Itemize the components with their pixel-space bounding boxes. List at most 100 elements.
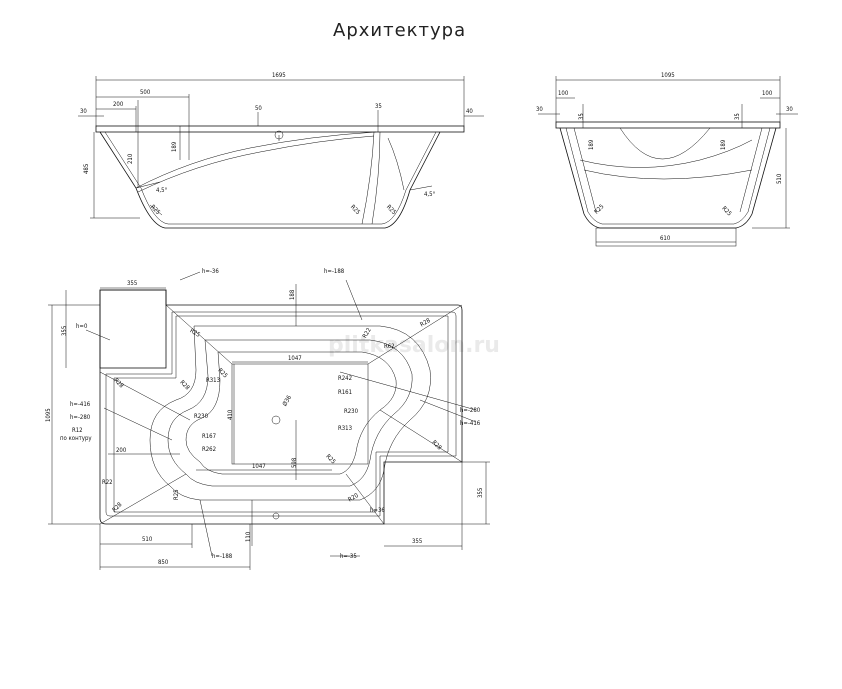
side-angle-line-b xyxy=(409,185,433,191)
plan-floor-rect xyxy=(231,363,369,465)
watermark: plitkasalon.ru xyxy=(328,333,500,358)
side-dim-30: 30 xyxy=(80,108,87,115)
plan-rim-inner xyxy=(105,311,457,517)
plan-r28-d: R28 xyxy=(111,501,124,514)
plan-h0: h=0 xyxy=(76,323,88,330)
side-body-outline xyxy=(99,131,441,229)
plan-leader-h188 xyxy=(345,279,363,321)
side-r25-a: R25 xyxy=(149,204,161,216)
plan-dim-355-top-text: 355 xyxy=(127,280,137,287)
side-r25-c: R25 xyxy=(385,204,397,216)
side-angle-b: 4,5° xyxy=(424,191,436,198)
plan-leader-h36 xyxy=(179,271,201,281)
end-contour xyxy=(583,169,753,180)
end-dim-1095: 1095 xyxy=(661,72,675,79)
plan-dim-355-right: 355 xyxy=(477,488,484,498)
plan-leader-h0 xyxy=(85,329,111,341)
end-r25-a: R25 xyxy=(593,203,605,215)
plan-r28-c: R28 xyxy=(112,377,125,390)
end-dim-189-right: 189 xyxy=(720,139,727,150)
drawing-title: Архитектура xyxy=(333,20,466,41)
plan-r313-b: R313 xyxy=(338,425,352,432)
side-angle-line-a xyxy=(135,181,161,189)
plan-dim-510: 510 xyxy=(142,536,153,543)
plan-diag-2 xyxy=(367,304,463,365)
plan-h-416-right: h=-416 xyxy=(460,420,481,427)
plan-dim-1047-top: 1047 xyxy=(288,355,302,362)
side-dim-210: 210 xyxy=(127,153,134,164)
plan-dim-410: 410 xyxy=(227,409,234,420)
plan-r28-a: R28 xyxy=(419,317,432,329)
side-rim xyxy=(95,125,465,133)
end-dim-610: 610 xyxy=(660,235,671,242)
plan-diag-1 xyxy=(165,304,233,365)
end-dim-35-right: 35 xyxy=(734,113,741,120)
plan-dim-1095: 1095 xyxy=(45,408,52,422)
end-dim-100-left: 100 xyxy=(558,90,569,97)
end-backrest-curve xyxy=(579,139,753,168)
plan-r262: R262 xyxy=(202,446,216,453)
plan-basin-inner xyxy=(185,351,397,475)
end-dim-35-left: 35 xyxy=(578,113,585,120)
plan-dim-355-bottom: 355 xyxy=(412,538,422,545)
plan-h-416-left: h=-416 xyxy=(70,401,91,408)
plan-outer-contour xyxy=(99,289,463,525)
plan-leader-h188b xyxy=(199,499,213,557)
plan-dim-110: 110 xyxy=(245,531,252,542)
end-dim-510: 510 xyxy=(776,173,783,184)
plan-r25-d: R25 xyxy=(324,453,336,465)
side-dim-189: 189 xyxy=(171,141,178,152)
plan-diag-3 xyxy=(99,473,187,525)
side-r25-b: R25 xyxy=(349,204,361,216)
side-view: 1695 500 200 30 50 35 40 485 210 189 4,5… xyxy=(78,72,484,229)
side-dim-40: 40 xyxy=(466,108,473,115)
plan-r25-c: R25 xyxy=(173,489,180,500)
plan-view: 355 355 1095 510 850 355 355 188 110 104… xyxy=(45,268,490,570)
end-dim-100-right: 100 xyxy=(762,90,773,97)
plan-r28-b: R28 xyxy=(178,379,191,392)
plan-r62: R62 xyxy=(384,343,395,350)
side-dim-200: 200 xyxy=(113,101,124,108)
plan-overflow xyxy=(272,512,280,520)
plan-dim-355-left-text: 355 xyxy=(61,326,68,336)
end-body-inner xyxy=(565,127,771,225)
side-inner-curve-c xyxy=(387,137,405,191)
plan-d36: Ø36 xyxy=(281,394,293,408)
plan-h-36: h=-36 xyxy=(202,268,219,275)
plan-r230-b: R230 xyxy=(344,408,359,415)
plan-diag-5 xyxy=(379,409,463,463)
plan-dim-598: 598 xyxy=(291,457,298,468)
plan-r12: R12 xyxy=(72,427,83,434)
side-r1-leader xyxy=(149,204,163,216)
plan-diag-6 xyxy=(99,371,191,421)
plan-rim-inner-2 xyxy=(113,315,449,513)
side-dim-35: 35 xyxy=(375,103,382,110)
plan-leader-h416 xyxy=(419,399,477,423)
end-view: 1095 100 100 35 35 30 30 189 189 510 610… xyxy=(536,72,798,247)
plan-contour: по контуру xyxy=(60,435,92,442)
end-dim-189: 189 xyxy=(588,139,595,150)
plan-h36b: h=36 xyxy=(370,507,385,514)
side-body-inner xyxy=(104,131,437,225)
end-rim xyxy=(555,121,781,129)
end-r25-b: R25 xyxy=(720,205,732,217)
end-dim-30-right: 30 xyxy=(786,106,793,113)
plan-h-188: h=-188 xyxy=(324,268,345,275)
plan-h-35: h=-35 xyxy=(340,553,357,560)
plan-drain xyxy=(271,415,281,425)
plan-r242: R242 xyxy=(338,375,352,382)
side-dim-50: 50 xyxy=(255,105,262,112)
plan-r167: R167 xyxy=(202,433,216,440)
plan-r313-a: R313 xyxy=(206,377,220,384)
end-base xyxy=(595,227,737,247)
plan-notch-topleft xyxy=(99,289,167,369)
side-backrest-curve-2 xyxy=(137,135,375,193)
side-backrest-curve xyxy=(135,131,377,189)
side-inner-curve-a xyxy=(361,131,375,225)
side-inner-curve-b xyxy=(371,131,381,225)
side-dim-500: 500 xyxy=(140,89,151,96)
plan-diag-4 xyxy=(345,473,385,525)
plan-dim-850: 850 xyxy=(158,559,169,566)
plan-h-280-right: h=-280 xyxy=(460,407,481,414)
